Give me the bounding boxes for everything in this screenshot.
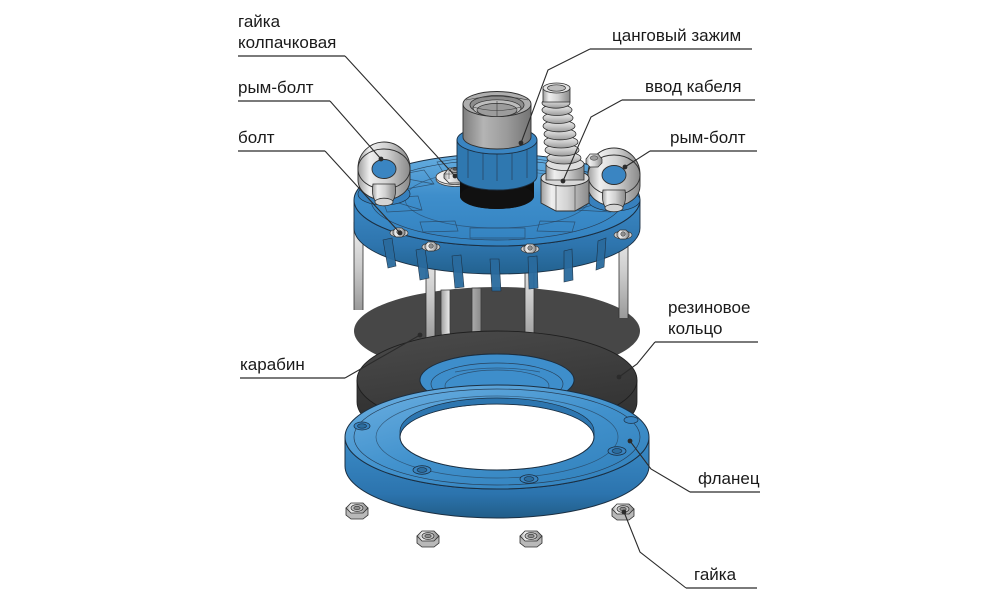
leader-dot-rubber-ring: [616, 374, 622, 380]
leader-dot-carabiner: [417, 332, 423, 338]
callout-label-collet-clamp-line1: цанговый зажим: [612, 26, 741, 45]
callout-label-bolt-line1: болт: [238, 128, 275, 147]
callout-leaders: [238, 48, 760, 589]
callout-label-cap-nut-line1: гайка: [238, 12, 281, 31]
collet-clamp-part: [456, 91, 538, 209]
callout-eye-bolt-left: рым-болт: [238, 78, 314, 97]
callout-bolt: болт: [238, 128, 275, 147]
leader-line-bolt: [324, 150, 401, 234]
callout-label-cable-entry-line1: ввод кабеля: [645, 77, 741, 96]
callout-carabiner: карабин: [240, 355, 305, 374]
cable-entry-part: [540, 82, 603, 212]
callout-nut: гайка: [694, 565, 737, 584]
leader-dot-eye-bolt-left: [378, 156, 384, 162]
leader-line-cap-nut: [344, 55, 456, 177]
loose-nut: [345, 502, 369, 520]
leader-dot-flange: [627, 438, 633, 444]
plate-underside-ribs: [382, 237, 607, 292]
callout-cap-nut: гайка колпачковая: [238, 12, 336, 52]
callout-label-flange-line1: фланец: [698, 469, 760, 488]
loose-nut: [519, 530, 543, 548]
loose-nut: [416, 530, 440, 548]
leader-dot-nut: [621, 509, 627, 515]
leader-dot-cable-entry: [560, 178, 566, 184]
leader-dot-bolt: [397, 230, 403, 236]
callout-label-eye-bolt-right-line1: рым-болт: [670, 128, 746, 147]
callout-label-rubber-ring-line1: резиновое: [668, 298, 750, 317]
leader-line-collet-clamp: [520, 48, 591, 144]
leader-line-eye-bolt-left: [329, 100, 382, 160]
leader-line-carabiner: [344, 334, 421, 379]
callout-label-rubber-ring-line2: кольцо: [668, 319, 723, 338]
flange-bolt-holes: [353, 416, 639, 484]
leader-line-nut: [623, 511, 687, 589]
callout-flange: фланец: [698, 469, 760, 488]
eye-bolt-left-part: [357, 141, 411, 207]
callout-rubber-ring: резиновое кольцо: [668, 298, 750, 338]
callout-eye-bolt-right: рым-болт: [670, 128, 746, 147]
leader-line-cable-entry: [562, 99, 623, 182]
callout-label-nut-line1: гайка: [694, 565, 737, 584]
callout-cable-entry: ввод кабеля: [645, 77, 741, 96]
leader-dot-cap-nut: [452, 173, 458, 179]
leader-line-rubber-ring: [618, 341, 656, 378]
callout-label-cap-nut-line2: колпачковая: [238, 33, 336, 52]
leader-line-eye-bolt-right: [624, 150, 651, 168]
leader-dot-collet-clamp: [518, 140, 524, 146]
callout-collet-clamp: цанговый зажим: [612, 26, 741, 45]
flange-assembly: [344, 384, 650, 519]
callout-label-eye-bolt-left-line1: рым-болт: [238, 78, 314, 97]
leader-line-flange: [629, 440, 691, 493]
callout-label-carabiner-line1: карабин: [240, 355, 305, 374]
leader-dot-eye-bolt-right: [622, 164, 628, 170]
callout-labels: гайка колпачковая рым-болт болт цанговый заж…: [238, 12, 760, 584]
top-plate-assembly: [353, 82, 641, 375]
